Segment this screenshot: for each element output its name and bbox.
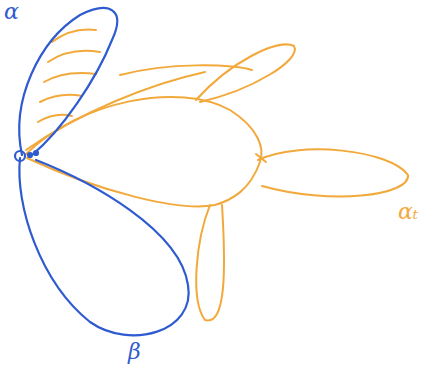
curve-label: αₜ: [398, 200, 418, 224]
base-dot: [34, 151, 38, 155]
hatch-stroke: [44, 73, 96, 82]
bottom-loop: [196, 205, 224, 320]
curve-label: α: [4, 0, 19, 24]
hatch-stroke: [40, 95, 82, 102]
base-point: [15, 151, 25, 161]
main-petal: [25, 97, 261, 206]
right-loop: [258, 149, 408, 196]
tick: [256, 154, 266, 162]
alpha-loop: [19, 8, 117, 155]
curve-label: β: [128, 340, 141, 364]
petal-line: [26, 72, 205, 150]
hatch-stroke: [48, 51, 100, 62]
beta-loop: [19, 158, 188, 335]
top-loop: [196, 44, 295, 102]
blue-loops: [15, 8, 189, 335]
base-dot: [28, 153, 32, 157]
orange-loops: [25, 30, 408, 321]
